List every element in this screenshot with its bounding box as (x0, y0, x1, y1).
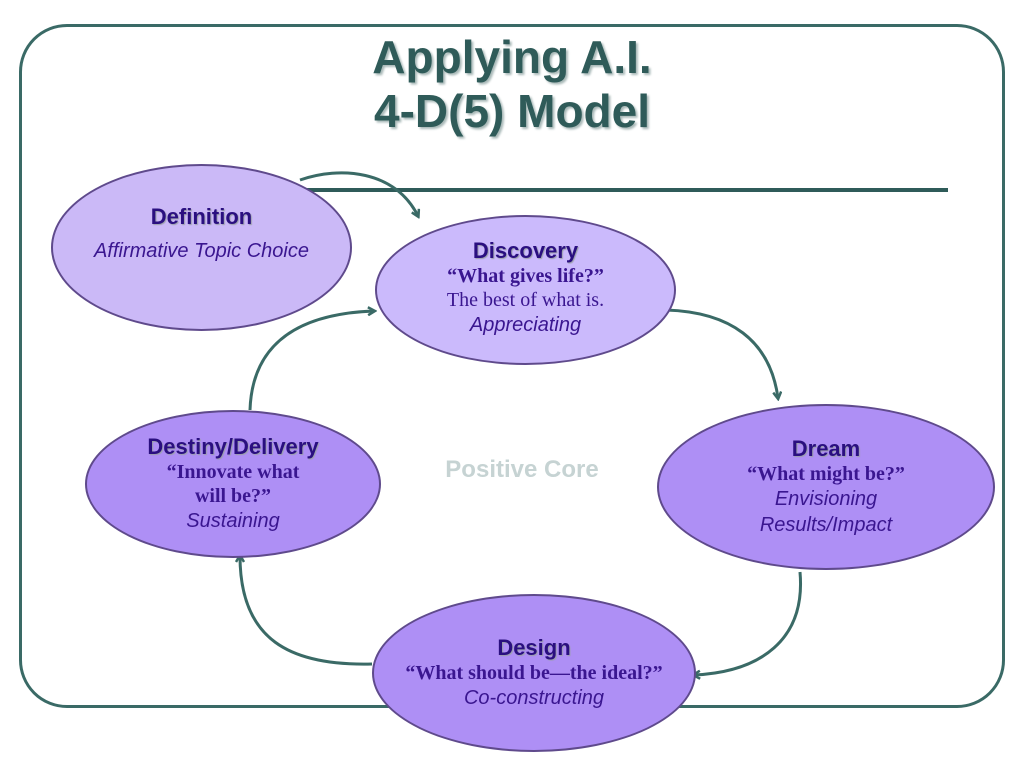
arrow-dream-to-design (694, 571, 803, 675)
destiny-question-line-1: “Innovate what (166, 461, 300, 483)
dream-title: Dream (791, 436, 861, 461)
destiny-activity: Sustaining (186, 510, 280, 532)
dream-outcome: Results/Impact (759, 514, 893, 536)
design-title: Design (497, 635, 571, 660)
dream-node: Dream “What might be?” Envisioning Resul… (657, 404, 995, 570)
destiny-node: Destiny/Delivery “Innovate what will be?… (85, 410, 381, 558)
discovery-title: Discovery (472, 238, 579, 263)
title-underline (300, 188, 948, 192)
dream-question: “What might be?” (747, 463, 905, 485)
discovery-question: “What gives life?” (447, 265, 604, 287)
title-line-2: 4-D(5) Model (374, 85, 650, 137)
design-node: Design “What should be—the ideal?” Co-co… (372, 594, 696, 752)
dream-activity: Envisioning (774, 488, 878, 510)
arrow-definition-to-discovery (299, 171, 418, 216)
definition-description: Affirmative Topic Choice (94, 240, 309, 262)
discovery-node: Discovery “What gives life?” The best of… (375, 215, 676, 365)
destiny-title: Destiny/Delivery (147, 434, 319, 459)
discovery-activity: Appreciating (469, 314, 582, 336)
arrow-destiny-to-discovery (248, 311, 374, 411)
definition-node: Definition Affirmative Topic Choice (51, 164, 352, 331)
design-question: “What should be—the ideal?” (405, 662, 663, 684)
slide-title: Applying A.I. 4-D(5) Model (212, 30, 812, 138)
arrow-design-to-destiny (240, 556, 373, 666)
destiny-question-line-2: will be?” (194, 485, 272, 507)
design-activity: Co-constructing (463, 687, 605, 709)
definition-title: Definition (150, 204, 253, 229)
arrow-discovery-to-dream (665, 308, 778, 398)
positive-core-label: Positive Core (445, 456, 599, 483)
title-line-1: Applying A.I. (372, 31, 652, 83)
discovery-description: The best of what is. (446, 289, 605, 311)
